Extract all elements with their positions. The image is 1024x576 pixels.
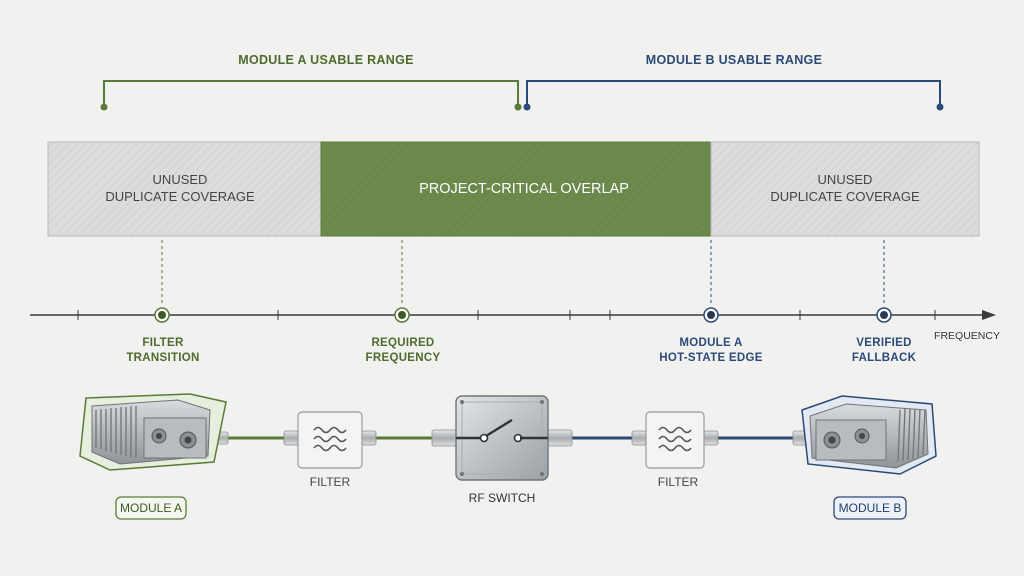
module-a-tag-label: MODULE A	[120, 501, 182, 515]
overlap-band	[320, 141, 712, 237]
filter-wave-icon	[313, 426, 347, 452]
unused-band-right	[710, 141, 980, 237]
frequency-axis	[30, 310, 996, 320]
filter-right: FILTER	[645, 411, 705, 489]
connectors	[215, 429, 808, 447]
marker-label-fallback-line2: FALLBACK	[852, 352, 917, 364]
module-b-tag-label: MODULE B	[839, 501, 902, 515]
marker-label-filter-line1: FILTER	[142, 337, 184, 349]
module-a-range-bracket	[100, 80, 522, 111]
filter-right-label: FILTER	[658, 475, 699, 489]
module-a-icon	[79, 393, 227, 471]
marker-label-filter-line2: TRANSITION	[126, 352, 199, 364]
marker-required-frequency	[394, 307, 410, 323]
unused-left-line1: UNUSED	[153, 172, 208, 187]
module-b-range-label: MODULE B USABLE RANGE	[646, 53, 822, 67]
marker-label-required-line2: FREQUENCY	[366, 352, 441, 364]
unused-left-line2: DUPLICATE COVERAGE	[105, 189, 255, 204]
marker-label-required-line1: REQUIRED	[371, 337, 434, 349]
frequency-axis-label: FREQUENCY	[934, 330, 1000, 342]
unused-band-left	[47, 141, 323, 237]
filter-left: FILTER	[297, 411, 363, 489]
marker-verified-fallback	[876, 307, 892, 323]
overlap-label: PROJECT-CRITICAL OVERLAP	[419, 181, 629, 197]
module-a-range-label: MODULE A USABLE RANGE	[238, 53, 414, 67]
marker-hot-state-edge	[703, 307, 719, 323]
module-a-tag: MODULE A	[115, 496, 187, 520]
marker-label-fallback-line1: VERIFIED	[856, 337, 911, 349]
unused-right-line2: DUPLICATE COVERAGE	[770, 189, 920, 204]
rf-switch-label: RF SWITCH	[469, 491, 536, 505]
switch-icon	[456, 418, 548, 443]
unused-right-line1: UNUSED	[818, 172, 873, 187]
filter-wave-icon	[658, 426, 692, 452]
rf-switch: RF SWITCH	[455, 395, 549, 505]
module-b-range-bracket	[523, 80, 944, 111]
marker-label-edge-line2: HOT-STATE EDGE	[659, 352, 762, 364]
module-b-icon	[801, 395, 937, 475]
marker-label-edge-line1: MODULE A	[679, 337, 742, 349]
filter-left-label: FILTER	[310, 475, 351, 489]
module-b-tag: MODULE B	[833, 496, 907, 520]
marker-filter-transition	[154, 307, 170, 323]
